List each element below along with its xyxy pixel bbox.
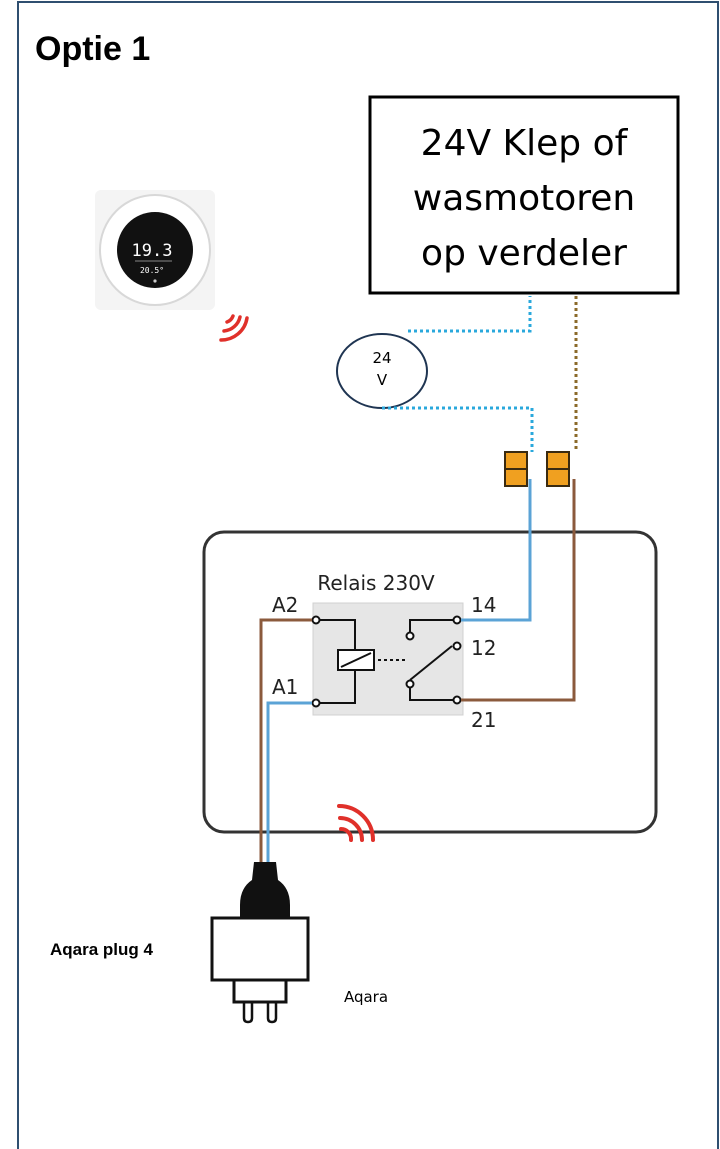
thermostat-image: 19.3 20.5° — [95, 190, 215, 310]
terminal-label-a2: A2 — [272, 593, 298, 617]
terminal-label-14: 14 — [471, 593, 496, 617]
aqara-signal-icon — [337, 804, 375, 842]
terminal-label-21: 21 — [471, 708, 496, 732]
coil-diagonal — [340, 652, 372, 668]
thermostat-wave-2 — [222, 315, 242, 333]
thermostat-setpoint: 20.5° — [140, 266, 164, 275]
thermostat-temperature: 19.3 — [132, 241, 173, 261]
relay-title: Relais 230V — [317, 571, 435, 595]
terminal-label-12: 12 — [471, 636, 496, 660]
terminal-a2 — [311, 615, 321, 625]
valve-box: 24V Klep of wasmotoren op verdeler — [368, 95, 680, 295]
coil-lead-bottom — [318, 670, 356, 704]
valve-box-line2: wasmotoren — [413, 178, 635, 219]
terminal-block-blue — [504, 451, 528, 487]
aqara-signal-label: Aqara — [344, 988, 388, 1006]
wire-blue-14 — [461, 479, 532, 622]
transformer-24v: 24 V — [336, 333, 428, 409]
plug-label: Aqara plug 4 — [50, 940, 154, 959]
wire-brown-a2 — [259, 618, 312, 868]
plug-pin-right — [266, 1002, 278, 1024]
terminal-block-brown — [546, 451, 570, 487]
relay-schematic — [318, 619, 454, 704]
aqara-wave-3 — [337, 804, 375, 842]
plug-cable-head — [240, 862, 290, 918]
dotted-wire-blue-bottom — [382, 406, 534, 452]
thermostat-wave-1 — [225, 314, 235, 324]
contact-21-path — [409, 688, 454, 701]
low-voltage-wiring — [382, 296, 578, 452]
valve-box-line3: op verdeler — [421, 233, 627, 274]
switch-pivot — [405, 679, 415, 689]
aqara-wave-1 — [339, 826, 354, 842]
contact-14-path — [409, 619, 454, 632]
plug-body — [210, 916, 310, 982]
terminal-a1 — [311, 698, 321, 708]
valve-box-line1: 24V Klep of — [421, 123, 629, 164]
diagram-frame — [17, 1, 719, 1149]
aqara-plug — [210, 862, 310, 1024]
coil-lead-top — [318, 619, 356, 650]
valve-box-outline — [368, 95, 680, 295]
mains-wiring — [259, 479, 576, 868]
terminal-21 — [452, 695, 462, 705]
dotted-wire-blue-top — [408, 296, 532, 333]
transformer-line1: 24 — [372, 349, 391, 367]
aqara-wave-2 — [338, 816, 364, 842]
terminal-12 — [452, 641, 462, 651]
terminal-14 — [452, 615, 462, 625]
wire-brown-21 — [461, 479, 576, 702]
transformer-line2: V — [377, 371, 388, 389]
thermostat-wave-3 — [219, 316, 249, 342]
thermostat-signal-icon — [219, 314, 249, 342]
contact-14-point — [405, 631, 415, 641]
plug-pin-left — [242, 1002, 254, 1024]
diagram-title: Optie 1 — [35, 30, 150, 68]
plug-base — [232, 978, 288, 1004]
switch-arm — [409, 645, 453, 681]
thermostat-dot — [153, 279, 157, 283]
thermostat-display — [117, 212, 193, 288]
terminal-label-a1: A1 — [272, 675, 298, 699]
relay-terminals — [311, 615, 462, 708]
wire-blue-a1 — [266, 701, 312, 868]
